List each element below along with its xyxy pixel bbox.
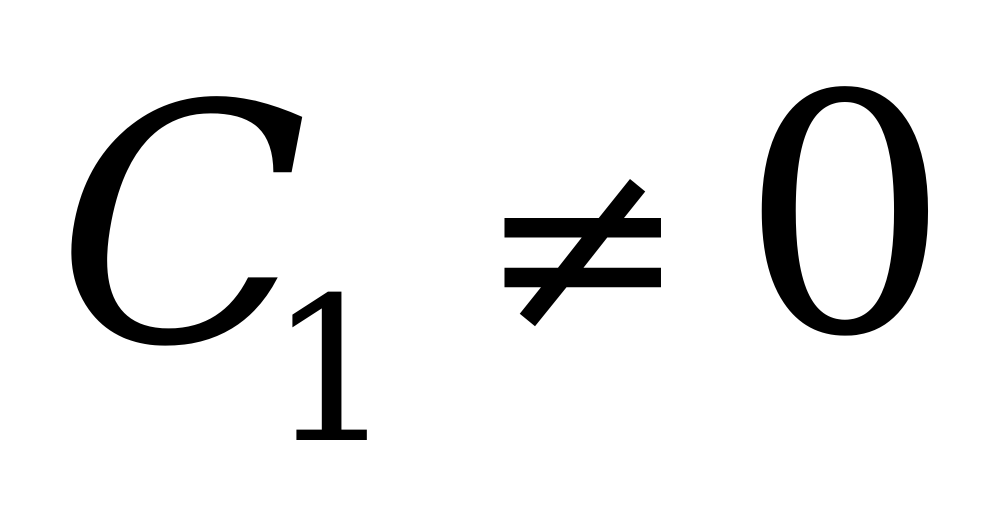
formula-variable: C (56, 35, 309, 419)
formula-relation: ≠ (478, 99, 688, 390)
formula-value: 0 (740, 25, 950, 409)
formula-subscript: 1 (268, 255, 396, 488)
